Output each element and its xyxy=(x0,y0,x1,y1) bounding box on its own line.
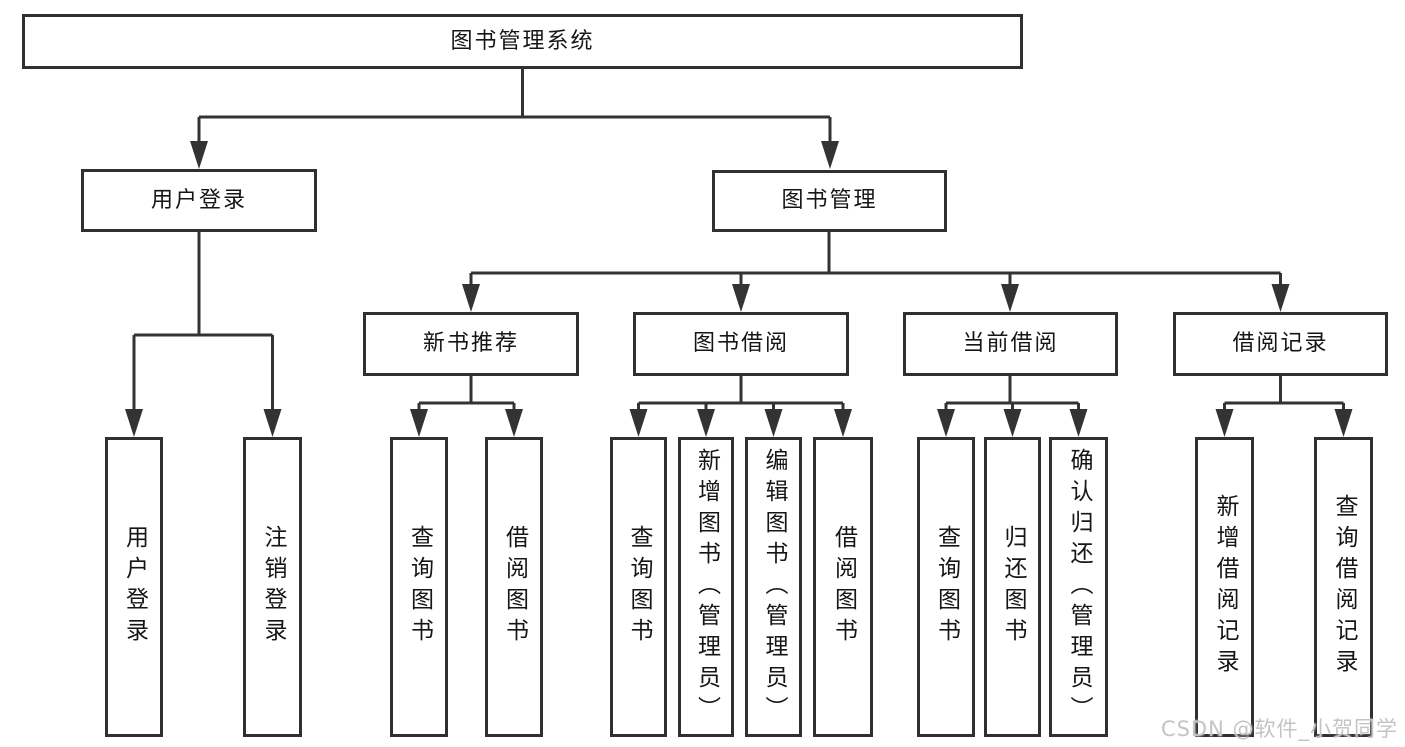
node-label: 借阅记录 xyxy=(1232,331,1329,356)
node-book-management: 图书管理 xyxy=(712,170,947,232)
node-label: 用户登录 xyxy=(121,525,148,649)
node-user-login-branch: 用户登录 xyxy=(81,169,317,232)
csdn-watermark: CSDN @软件_小贺同学 xyxy=(1160,717,1398,741)
leaf-query-books-recommend: 查询图书 xyxy=(390,437,448,737)
node-new-book-recommend: 新书推荐 xyxy=(363,312,579,376)
node-label: 注销登录 xyxy=(260,525,286,649)
node-label: 归还图书 xyxy=(1000,525,1026,649)
node-label: 新书推荐 xyxy=(422,331,519,356)
leaf-borrow-books: 借阅图书 xyxy=(813,437,873,737)
edge-current-borrowing-to-leaves xyxy=(937,376,1088,437)
node-label: 图书借阅 xyxy=(692,331,789,356)
leaf-query-borrow-record: 查询借阅记录 xyxy=(1314,437,1373,737)
node-label: 图书管理 xyxy=(781,188,878,213)
leaf-query-books-current: 查询图书 xyxy=(917,437,975,737)
node-label: 查询借阅记录 xyxy=(1331,494,1357,680)
node-label: 图书管理系统 xyxy=(450,28,595,54)
leaf-logout: 注销登录 xyxy=(243,437,302,737)
edge-book-borrowing-to-leaves xyxy=(629,376,852,437)
leaf-user-login: 用户登录 xyxy=(105,437,163,737)
node-library-management-system: 图书管理系统 xyxy=(22,14,1023,69)
edge-new-book-recommend-to-leaves xyxy=(410,376,523,437)
node-current-borrowing: 当前借阅 xyxy=(903,312,1118,376)
node-label: 用户登录 xyxy=(150,187,247,213)
node-label: 确认归还（管理员） xyxy=(1066,447,1092,727)
node-label: 查询图书 xyxy=(626,525,652,649)
edge-book-management-to-sections xyxy=(462,232,1290,312)
edge-user-login-to-leaves xyxy=(125,232,282,437)
node-label: 编辑图书（管理员） xyxy=(761,447,787,727)
leaf-query-books-borrowing: 查询图书 xyxy=(610,437,667,737)
leaf-borrow-books-recommend: 借阅图书 xyxy=(485,437,543,737)
leaf-add-books-admin: 新增图书（管理员） xyxy=(678,437,734,737)
node-label: 查询图书 xyxy=(406,525,433,649)
node-label: 借阅图书 xyxy=(830,525,857,649)
leaf-return-books: 归还图书 xyxy=(984,437,1041,737)
node-label: 查询图书 xyxy=(933,525,960,649)
node-label: 借阅图书 xyxy=(501,525,528,649)
node-borrowing-records: 借阅记录 xyxy=(1173,312,1388,376)
node-label: 新增图书（管理员） xyxy=(693,447,720,727)
node-label: 新增借阅记录 xyxy=(1212,494,1238,680)
node-book-borrowing: 图书借阅 xyxy=(633,312,849,376)
edge-borrowing-records-to-leaves xyxy=(1215,376,1353,437)
leaf-edit-books-admin: 编辑图书（管理员） xyxy=(745,437,802,737)
leaf-add-borrow-record: 新增借阅记录 xyxy=(1195,437,1254,737)
leaf-confirm-return-admin: 确认归还（管理员） xyxy=(1049,437,1108,737)
node-label: 当前借阅 xyxy=(962,331,1059,356)
edge-root-to-level2 xyxy=(190,69,839,169)
